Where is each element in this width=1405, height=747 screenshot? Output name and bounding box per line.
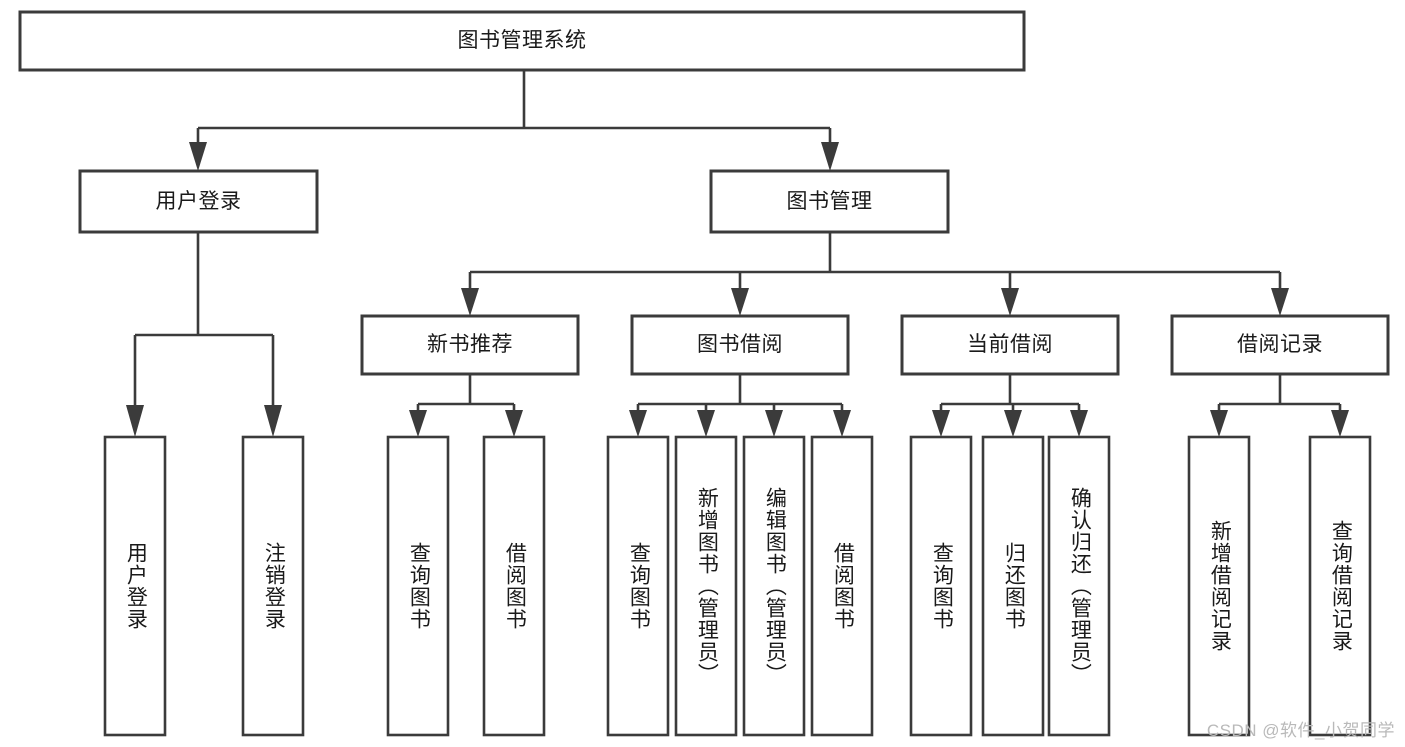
- node-label-leaf-borrow-4: 借阅图书: [831, 542, 855, 630]
- arrow-head-leaf-borrow-4: [833, 410, 851, 437]
- node-box-leaf-borrow-2[interactable]: [674, 435, 738, 737]
- node-box-new-book-recommend[interactable]: [360, 314, 580, 376]
- node-box-leaf-user-login-2[interactable]: [241, 435, 305, 737]
- node-label-leaf-current-2: 归还图书: [1002, 542, 1026, 630]
- node-label-leaf-record-2: 查询借阅记录: [1329, 520, 1353, 652]
- arrow-head-leaf-borrow-2: [697, 410, 715, 437]
- node-label-current-borrow: 当前借阅: [967, 333, 1053, 357]
- node-box-leaf-recommend-2[interactable]: [482, 435, 546, 737]
- node-label-leaf-recommend-2: 借阅图书: [503, 542, 527, 630]
- arrow-head-leaf-current-3: [1070, 410, 1088, 437]
- arrow-head-leaf-record-2: [1331, 410, 1349, 437]
- arrow-head-leaf-user-login-2: [264, 405, 282, 437]
- arrow-head-new-book-recommend: [461, 288, 479, 316]
- node-label-leaf-user-login-1: 用户登录: [124, 542, 148, 630]
- node-box-user-login[interactable]: [78, 169, 319, 234]
- arrow-head-book-manage: [821, 142, 839, 171]
- arrow-head-current-borrow: [1001, 288, 1019, 316]
- node-label-borrow-record: 借阅记录: [1237, 333, 1323, 357]
- node-label-leaf-current-3: 确认归还（管理员）: [1068, 487, 1092, 685]
- arrow-head-leaf-current-1: [932, 410, 950, 437]
- node-box-leaf-record-1[interactable]: [1187, 435, 1251, 737]
- arrow-head-leaf-borrow-1: [629, 410, 647, 437]
- node-label-user-login: 用户登录: [155, 189, 242, 213]
- node-box-leaf-current-3[interactable]: [1047, 435, 1111, 737]
- arrow-head-leaf-borrow-3: [765, 410, 783, 437]
- arrow-head-book-borrow: [731, 288, 749, 316]
- arrow-head-leaf-recommend-1: [409, 410, 427, 437]
- node-label-leaf-record-1: 新增借阅记录: [1208, 520, 1232, 652]
- node-box-root[interactable]: [18, 10, 1026, 72]
- node-box-current-borrow[interactable]: [900, 314, 1120, 376]
- arrow-head-user-login: [189, 142, 207, 171]
- node-box-leaf-record-2[interactable]: [1308, 435, 1372, 737]
- node-box-leaf-borrow-1[interactable]: [606, 435, 670, 737]
- node-box-leaf-borrow-4[interactable]: [810, 435, 874, 737]
- arrow-head-leaf-recommend-2: [505, 410, 523, 437]
- node-label-book-borrow: 图书借阅: [697, 333, 783, 357]
- node-label-leaf-borrow-1: 查询图书: [627, 542, 651, 630]
- node-label-new-book-recommend: 新书推荐: [427, 333, 513, 357]
- node-box-leaf-recommend-1[interactable]: [386, 435, 450, 737]
- node-label-leaf-borrow-2: 新增图书（管理员）: [695, 487, 719, 685]
- node-box-leaf-user-login-1[interactable]: [103, 435, 167, 737]
- arrow-head-leaf-record-1: [1210, 410, 1228, 437]
- arrow-head-leaf-current-2: [1004, 410, 1022, 437]
- node-box-leaf-current-2[interactable]: [981, 435, 1045, 737]
- node-label-leaf-user-login-2: 注销登录: [262, 542, 286, 630]
- node-box-leaf-current-1[interactable]: [909, 435, 973, 737]
- arrow-head-borrow-record: [1271, 288, 1289, 316]
- node-label-book-manage: 图书管理: [786, 189, 873, 213]
- node-label-leaf-current-1: 查询图书: [930, 542, 954, 630]
- node-label-root: 图书管理系统: [457, 29, 587, 53]
- watermark-text: CSDN @软件_小贺同学: [1206, 721, 1395, 740]
- node-label-leaf-borrow-3: 编辑图书（管理员）: [763, 487, 787, 685]
- arrow-head-leaf-user-login-1: [126, 405, 144, 437]
- node-label-leaf-recommend-1: 查询图书: [407, 542, 431, 630]
